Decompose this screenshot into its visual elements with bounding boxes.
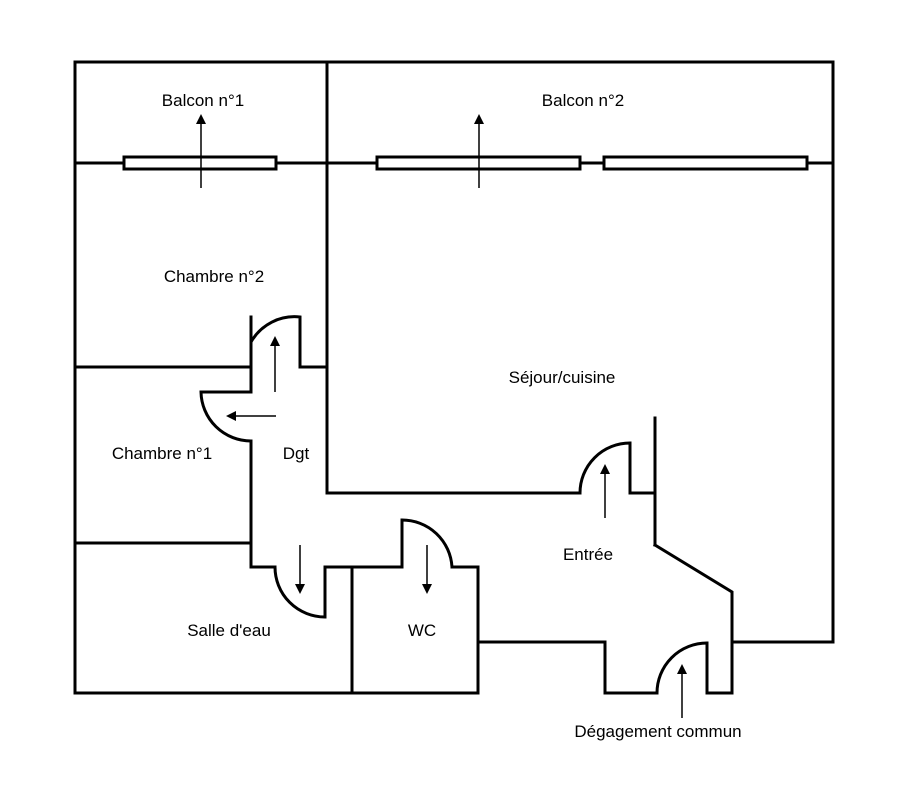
label-salle-eau: Salle d'eau xyxy=(187,621,271,640)
door-chambre2 xyxy=(249,315,302,367)
door-wc xyxy=(400,518,454,568)
door-chambre1 xyxy=(199,390,252,443)
label-chambre-1: Chambre n°1 xyxy=(112,444,212,463)
outer-wall xyxy=(73,60,835,695)
label-balcon-1: Balcon n°1 xyxy=(162,91,244,110)
labels: Balcon n°1 Balcon n°2 Chambre n°2 Séjour… xyxy=(112,91,742,741)
door-entree xyxy=(655,641,709,694)
label-wc: WC xyxy=(408,621,436,640)
label-dgt: Dgt xyxy=(283,444,310,463)
wall-entree-diagonal xyxy=(652,542,734,695)
label-chambre-2: Chambre n°2 xyxy=(164,267,264,286)
arrows xyxy=(196,114,687,718)
label-balcon-2: Balcon n°2 xyxy=(542,91,624,110)
window-chambre2 xyxy=(122,155,278,171)
windows xyxy=(122,155,809,171)
wall-degagement-notch xyxy=(603,640,659,695)
label-sejour: Séjour/cuisine xyxy=(509,368,616,387)
door-salle-eau xyxy=(273,566,327,619)
label-entree: Entrée xyxy=(563,545,613,564)
door-sejour xyxy=(578,441,632,494)
label-degagement: Dégagement commun xyxy=(574,722,741,741)
window-sejour-right xyxy=(602,155,809,171)
doors xyxy=(199,315,709,694)
wall-sejour-bottom xyxy=(325,365,582,495)
